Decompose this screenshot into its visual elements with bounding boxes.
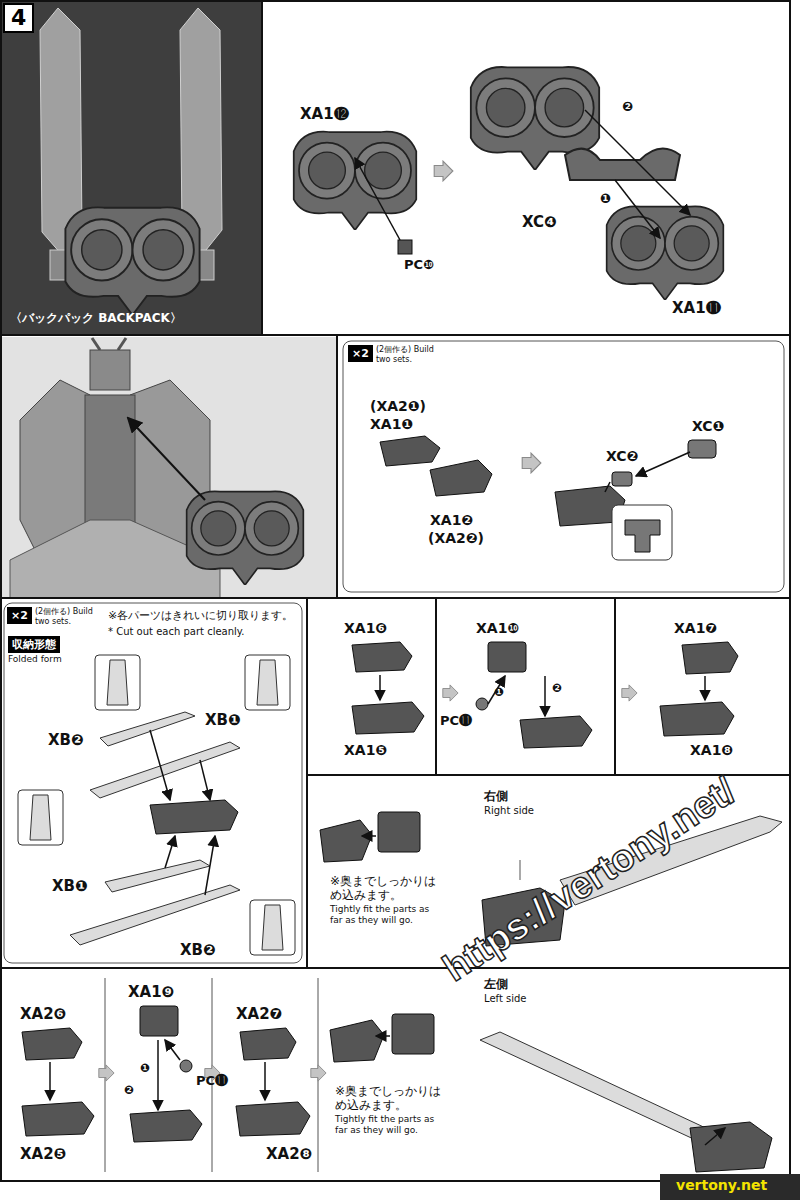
part-number: XA1❽ — [690, 742, 733, 758]
part-number: (XA2❶) — [370, 398, 426, 414]
part-number: XB❶ — [205, 712, 241, 729]
part-number: PC❿ — [404, 258, 434, 273]
part-number: XA1❺ — [344, 742, 387, 758]
part-number: XA1⓬ — [300, 106, 349, 123]
section-title: 〈バックパック BACKPACK〉 — [10, 312, 182, 326]
part-number: XA2❺ — [20, 1146, 66, 1163]
part-number: XA2❼ — [236, 1006, 282, 1023]
watermark: vertony.net — [676, 1177, 767, 1193]
quantity-badge: ×2(2個作る) Build two sets. — [348, 345, 448, 365]
part-number: XC❷ — [606, 448, 638, 464]
part-number: XB❷ — [180, 942, 216, 959]
badge-text: ×2 — [7, 607, 32, 624]
note-text: ※奥までしっかりはめ込みます。 — [330, 874, 438, 903]
part-number: XB❷ — [48, 732, 84, 749]
part-number: XA2❻ — [20, 1006, 66, 1023]
step-order: ❶ — [494, 686, 504, 700]
part-number: PC⓫ — [196, 1074, 228, 1089]
part-number: XB❶ — [52, 878, 88, 895]
badge-caption: Folded form — [8, 654, 62, 665]
step-number: 4 — [3, 3, 34, 33]
step-order: ❷ — [552, 682, 562, 696]
part-number: XA1❿ — [476, 620, 519, 636]
part-number: XC❶ — [692, 418, 724, 434]
badge-caption: (2個作る) Build two sets. — [376, 345, 448, 365]
badge-caption: (2個作る) Build two sets. — [35, 607, 107, 627]
note-text: ※奥までしっかりはめ込みます。 — [335, 1084, 443, 1113]
badge-text: 4 — [3, 3, 34, 33]
form-badge: 収納形態Folded form — [8, 636, 62, 665]
quantity-badge: ×2(2個作る) Build two sets. — [7, 607, 107, 627]
side-label: Left side — [484, 993, 526, 1005]
note-text: * Cut out each part cleanly. — [108, 626, 244, 638]
side-label: Right side — [484, 805, 534, 817]
step-order: ❶ — [600, 192, 611, 207]
step-order: ❷ — [124, 1084, 134, 1098]
part-number: XA1❻ — [344, 620, 387, 636]
note-text: Tightly fit the parts as far as they wil… — [330, 904, 438, 926]
watermark: https://vertony.net/ — [435, 769, 743, 990]
part-number: XA1❷ — [430, 512, 473, 528]
side-label: 右側 — [484, 790, 508, 804]
part-number: (XA2❷) — [428, 530, 484, 546]
part-number: PC⓫ — [440, 714, 472, 729]
badge-text: ×2 — [348, 345, 373, 362]
part-number: XA1❼ — [674, 620, 717, 636]
step-order: ❷ — [622, 100, 633, 115]
note-text: Tightly fit the parts as far as they wil… — [335, 1114, 443, 1136]
badge-text: 収納形態 — [8, 636, 60, 653]
step-order: ❶ — [140, 1062, 150, 1076]
part-number: XA1❶ — [370, 416, 413, 432]
part-number: XA1⓫ — [672, 300, 721, 317]
part-number: XA1❾ — [128, 984, 174, 1001]
side-label: 左側 — [484, 978, 508, 992]
part-number: XC❹ — [522, 214, 557, 231]
part-number: XA2❽ — [266, 1146, 312, 1163]
note-text: ※各パーツはきれいに切り取ります。 — [108, 610, 293, 623]
